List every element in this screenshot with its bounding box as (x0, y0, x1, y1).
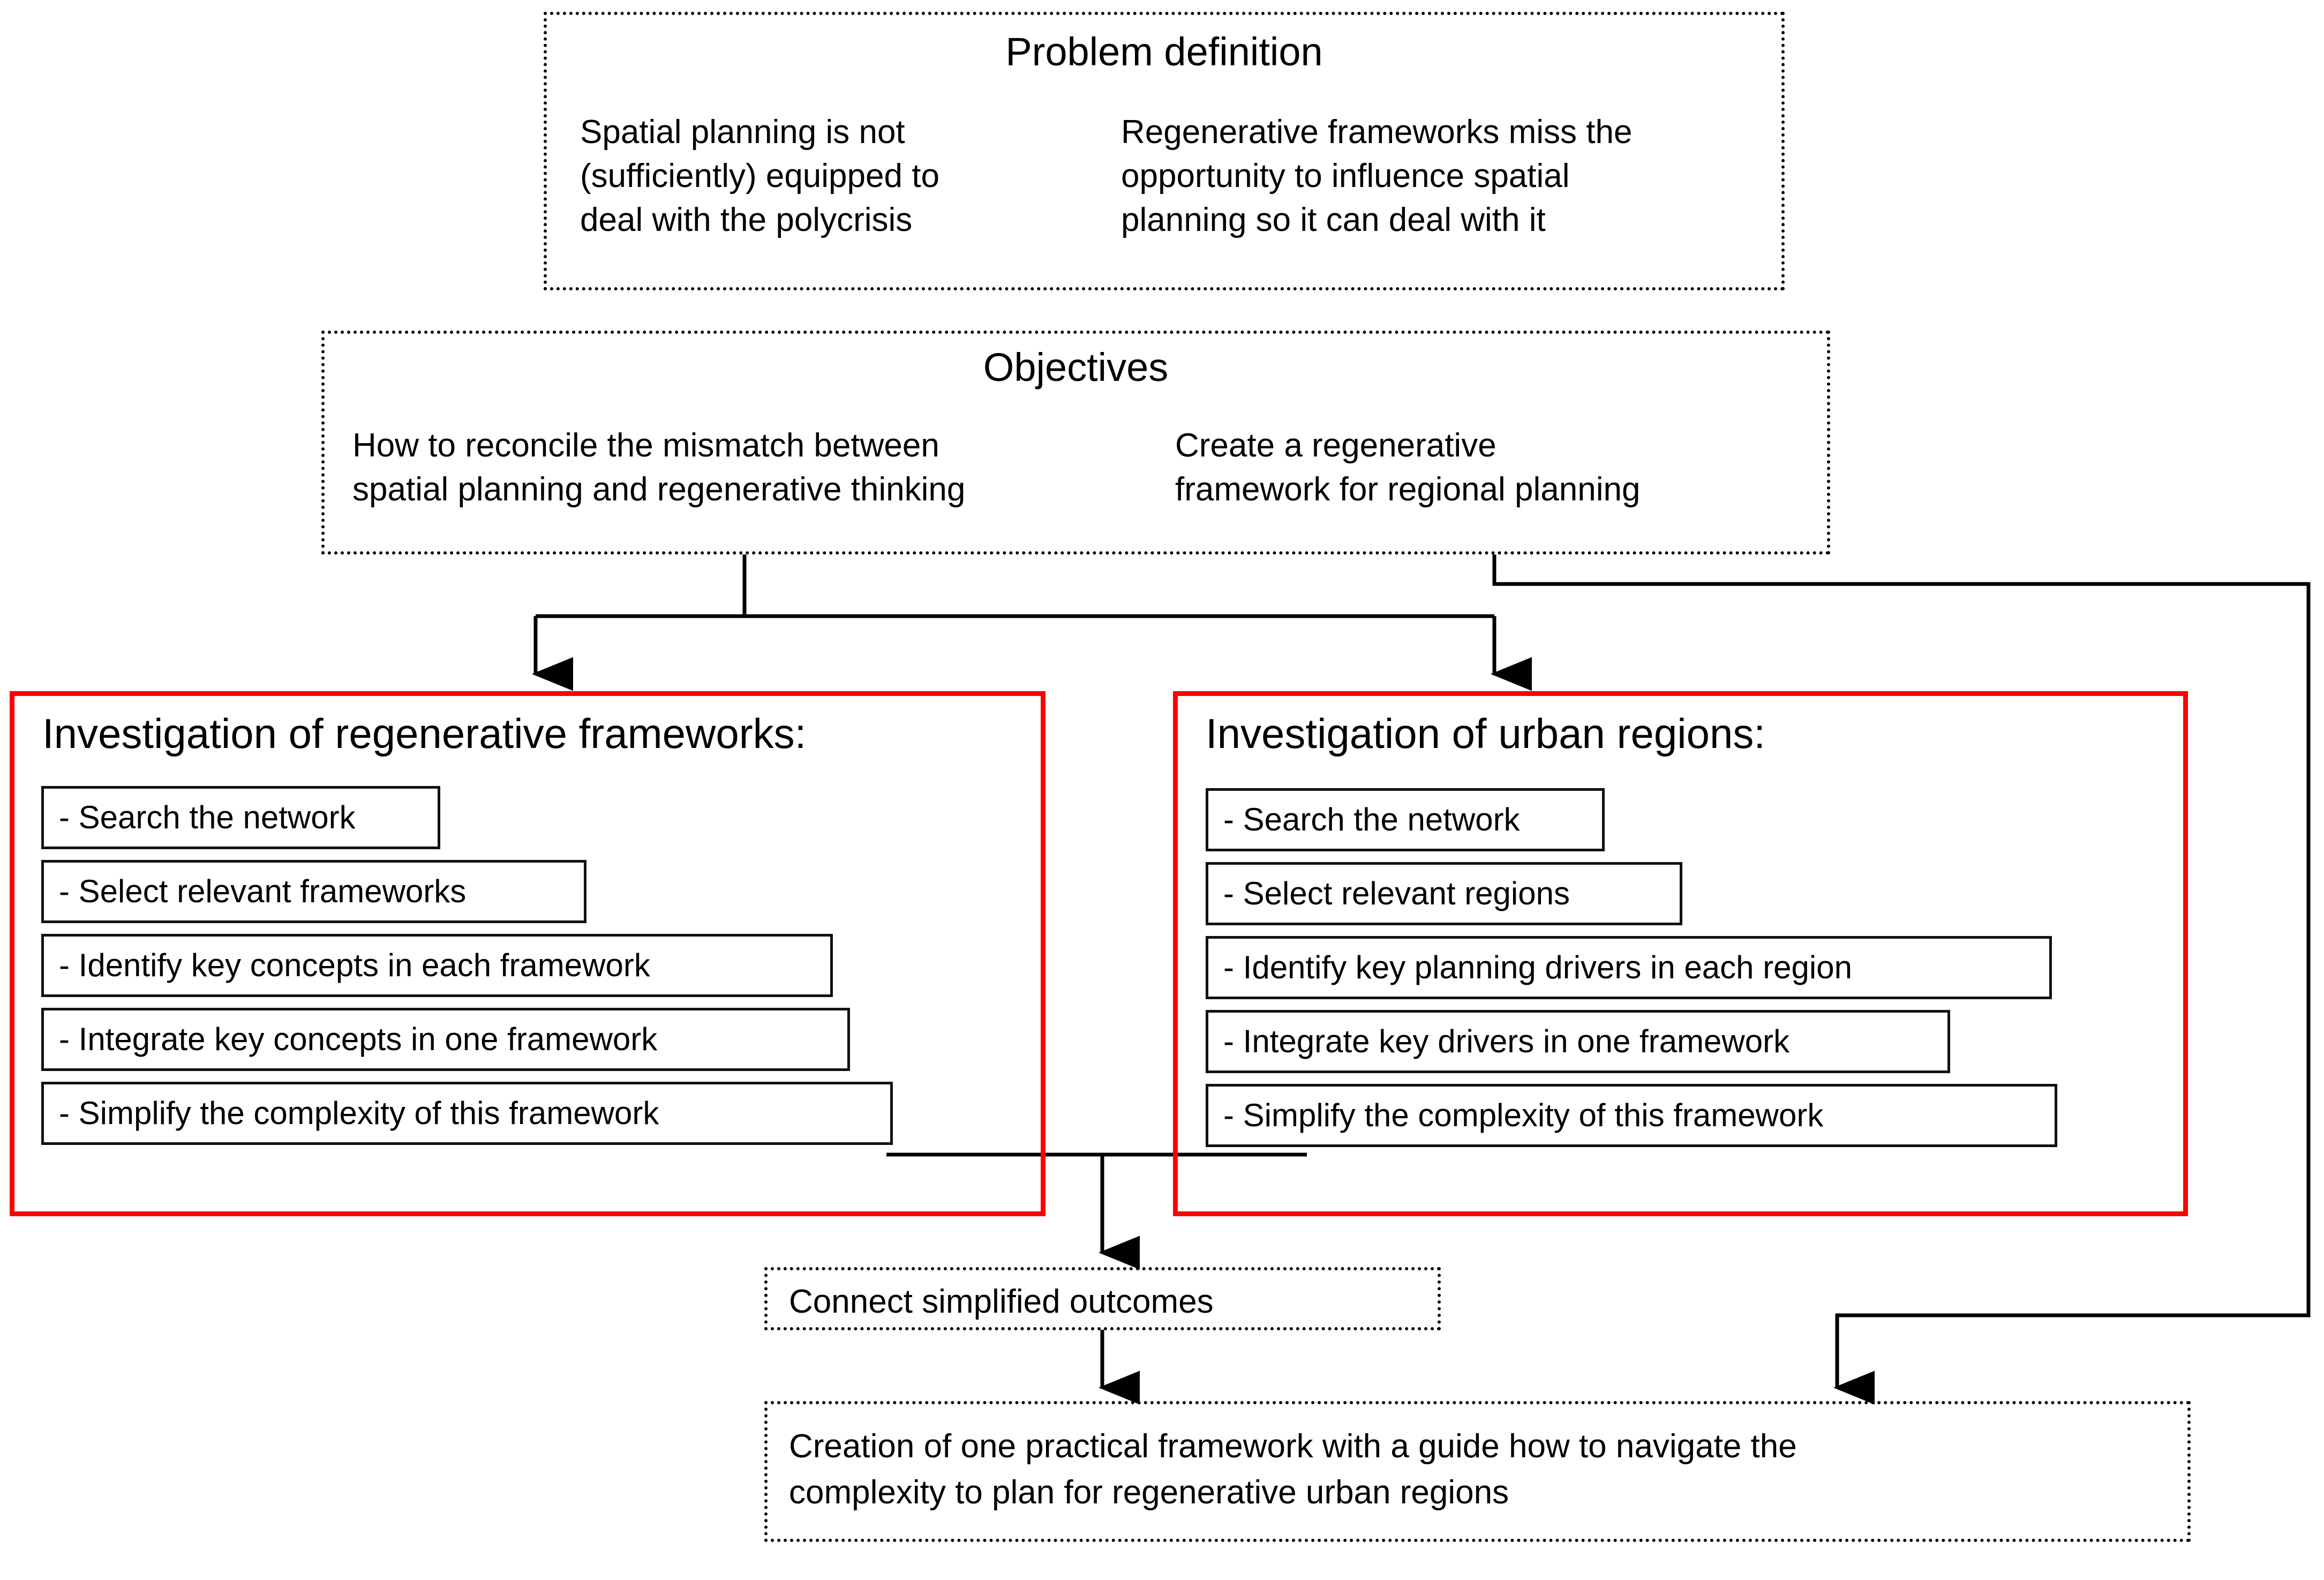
regions-step-5: - Simplify the complexity of this framew… (1206, 1084, 2057, 1147)
objectives-box: Objectives How to reconcile the mismatch… (321, 331, 1830, 555)
frameworks-step-1: - Search the network (41, 786, 440, 849)
connect-outcomes-box: Connect simplified outcomes (764, 1267, 1441, 1330)
regions-step-2: - Select relevant regions (1206, 862, 1682, 925)
frameworks-step-5: - Simplify the complexity of this framew… (41, 1082, 893, 1145)
problem-definition-statement-2: Regenerative frameworks miss the opportu… (1121, 114, 1633, 238)
problem-definition-statement-1: Spatial planning is not (sufficiently) e… (580, 114, 939, 238)
frameworks-step-4: - Integrate key concepts in one framewor… (41, 1008, 850, 1071)
regions-step-3: - Identify key planning drivers in each … (1206, 936, 2052, 999)
regions-step-4: - Integrate key drivers in one framework (1206, 1010, 1950, 1073)
creation-label: Creation of one practical framework with… (789, 1428, 1797, 1511)
investigation-regions-heading: Investigation of urban regions: (1206, 710, 1766, 757)
frameworks-step-3: - Identify key concepts in each framewor… (41, 934, 833, 997)
objectives-heading: Objectives (983, 345, 1169, 390)
investigation-frameworks-box: Investigation of regenerative frameworks… (10, 691, 1046, 1216)
creation-box: Creation of one practical framework with… (764, 1401, 2191, 1542)
problem-definition-box: Problem definition Spatial planning is n… (544, 12, 1785, 290)
regions-step-1: - Search the network (1206, 788, 1605, 851)
investigation-frameworks-heading: Investigation of regenerative frameworks… (42, 710, 807, 757)
frameworks-step-2: - Select relevant frameworks (41, 860, 586, 923)
problem-definition-heading: Problem definition (1005, 29, 1323, 74)
objectives-statement-2: Create a regenerative framework for regi… (1175, 427, 1641, 508)
investigation-regions-box: Investigation of urban regions: - Search… (1173, 691, 2188, 1216)
connect-outcomes-label: Connect simplified outcomes (789, 1283, 1214, 1320)
objectives-statement-1: How to reconcile the mismatch between sp… (352, 427, 966, 508)
